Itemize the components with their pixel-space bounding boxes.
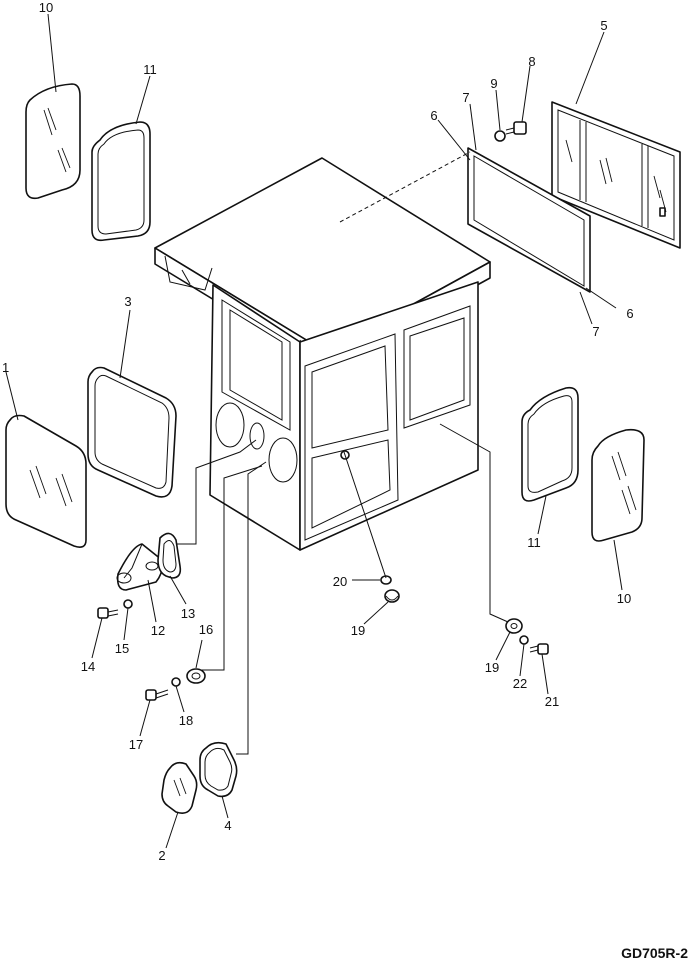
seal-part-4: [200, 743, 237, 797]
callout-14: 14: [81, 659, 95, 674]
front-small-opening: [250, 423, 264, 449]
glass-part-10-upper: [26, 84, 80, 198]
seal-part-11-right: [522, 388, 578, 501]
side-rear-window-opening: [404, 306, 470, 428]
glass-part-2: [162, 763, 197, 813]
drawing-code: GD705R-2: [621, 945, 688, 961]
cap-part-19-center: [385, 590, 399, 602]
bracket-part-12: [117, 544, 162, 590]
door-frame: [305, 334, 398, 540]
side-rear-window-inner: [410, 318, 464, 420]
callout-10-lower: 10: [617, 591, 631, 606]
sliding-window-part-5: [552, 102, 680, 248]
callout-20: 20: [333, 574, 347, 589]
callout-11-lower: 11: [527, 535, 541, 550]
assembly-lines: [176, 424, 508, 754]
callout-6-upper: 6: [430, 108, 437, 123]
washer-part-15: [124, 600, 132, 608]
callout-3: 3: [124, 294, 131, 309]
door-upper-window: [312, 346, 388, 448]
glass-part-1: [6, 416, 86, 548]
washer-part-18: [172, 678, 180, 686]
callout-leaders: [6, 14, 622, 848]
callout-2: 2: [158, 848, 165, 863]
callout-7-upper: 7: [462, 90, 469, 105]
washer-part-22: [520, 636, 528, 644]
callout-15: 15: [115, 641, 129, 656]
bolt-part-17: [146, 690, 168, 700]
callout-11-upper: 11: [143, 62, 157, 77]
door-lower-panel: [312, 440, 390, 528]
rear-glass-part-6-7: [340, 122, 590, 292]
callout-4: 4: [224, 818, 231, 833]
cap-part-19-right: [506, 619, 522, 633]
callout-19-right: 19: [485, 660, 499, 675]
nut-part-16: [187, 669, 205, 683]
callout-12: 12: [151, 623, 165, 638]
front-round-opening-left: [216, 403, 244, 447]
callout-19-center: 19: [351, 623, 365, 638]
callout-16: 16: [199, 622, 213, 637]
callout-6-lower: 6: [626, 306, 633, 321]
callout-18: 18: [179, 713, 193, 728]
bolt-part-8: [506, 122, 526, 134]
gasket-part-13: [158, 533, 180, 578]
glass-part-10-right: [592, 430, 644, 541]
front-upper-opening: [222, 300, 290, 430]
callout-9: 9: [490, 76, 497, 91]
bolt-part-14: [98, 608, 118, 618]
callout-labels: 1 2 3 4 5 6 6 7 7 8 9 10 10 11 11 12 13 …: [2, 0, 634, 863]
callout-7-lower: 7: [592, 324, 599, 339]
cab-frame: [155, 158, 490, 550]
callout-10-upper: 10: [39, 0, 53, 15]
callout-5: 5: [600, 18, 607, 33]
callout-1: 1: [2, 360, 9, 375]
grommet-part-20: [381, 576, 391, 584]
rear-glass-hidden-line: [340, 152, 470, 222]
callout-8: 8: [528, 54, 535, 69]
washer-part-9: [495, 131, 505, 141]
callout-17: 17: [129, 737, 143, 752]
seal-part-3: [88, 368, 176, 497]
callout-21: 21: [545, 694, 559, 709]
callout-13: 13: [181, 606, 195, 621]
front-round-opening-right: [269, 438, 297, 482]
callout-22: 22: [513, 676, 527, 691]
seal-part-11-upper: [92, 122, 150, 240]
bolt-part-21: [530, 644, 548, 654]
front-upper-opening-inner: [230, 310, 282, 420]
